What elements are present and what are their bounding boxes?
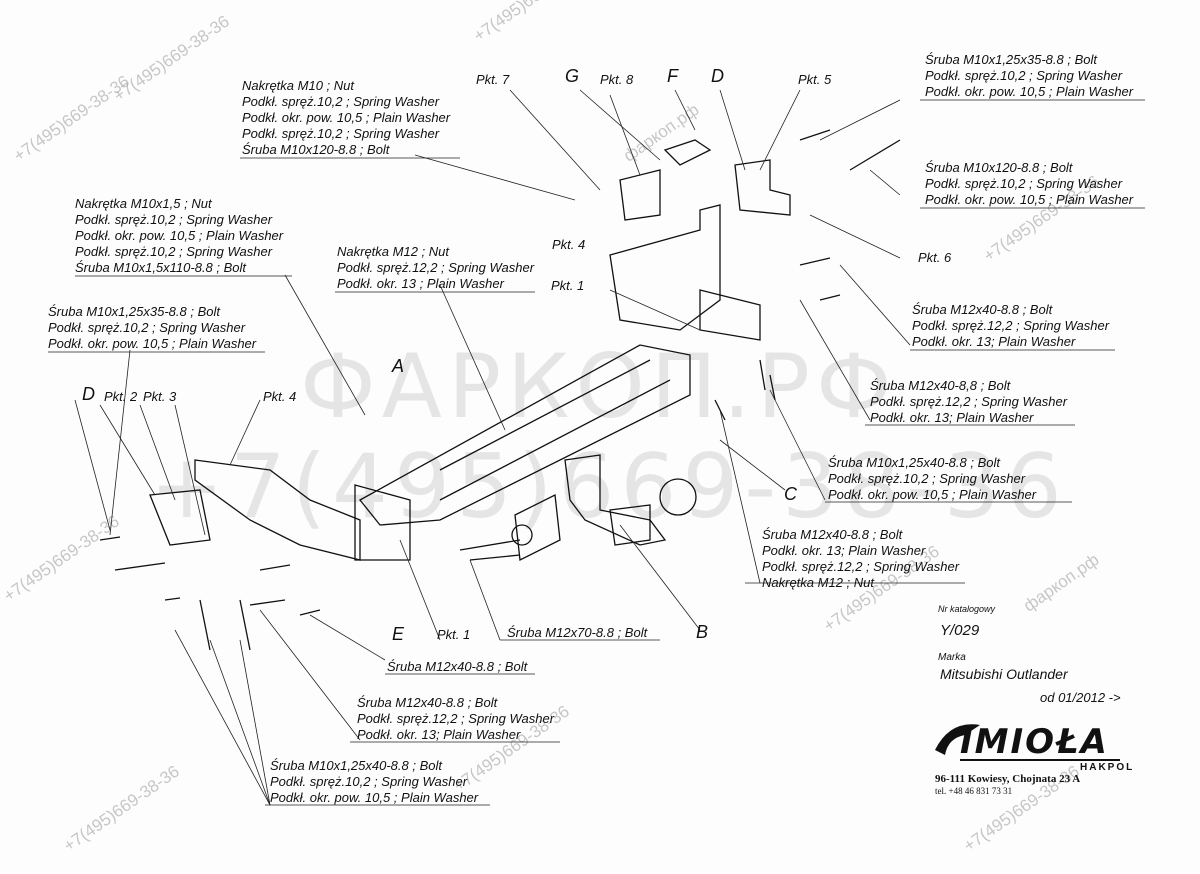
point-label-3: Pkt. 3 [143,389,177,404]
part-letter-e: E [392,624,405,644]
part-letter-c: C [784,484,797,504]
company-logo-sub: HAKPOL [1080,762,1135,773]
point-label-4: Pkt. 4 [552,237,586,252]
point-label-2: Pkt. 2 [104,389,138,404]
crossbar [359,344,691,526]
callout-bolt-m12x40: Śruba M12x40-8.8 ; Bolt [387,659,528,674]
bracket-D-left [149,489,211,546]
point-label-7: Pkt. 7 [476,72,510,87]
company-address: 96-111 Kowiesy, Chojnata 23 A [935,773,1081,785]
part-letter-d: D [82,384,95,404]
catalog-number: Y/029 [940,622,980,639]
company-logo: IMIOŁA [960,722,1109,762]
watermark-domain-big: ФАРКОП.РФ [300,335,898,438]
right-bracket [609,204,721,331]
logo-swoosh-icon [935,724,980,755]
left-bracket [194,459,361,561]
part-letter-d: D [711,66,724,86]
point-label-6: Pkt. 6 [918,250,952,265]
company-phone: tel. +48 46 831 73 31 [935,786,1013,796]
watermark-phone-big: +7(495)669-38-36 [150,435,1068,538]
point-label-1: Pkt. 1 [437,627,471,642]
brand-label: Marka [938,652,966,663]
point-label-8: Pkt. 8 [600,72,634,87]
ball-neck [564,454,667,546]
vehicle-model: Mitsubishi Outlander [940,666,1068,682]
part-letter-g: G [565,66,580,86]
callout-bolt-m12x70: Śruba M12x70-8.8 ; Bolt [507,625,648,640]
point-label-5: Pkt. 5 [798,72,832,87]
part-letter-b: B [696,622,709,642]
part-letter-a: A [392,356,405,376]
bracket-F [663,139,712,166]
point-label-4: Pkt. 4 [263,389,297,404]
catalog-label: Nr katalogowy [938,604,996,614]
part-letter-f: F [667,66,678,86]
bracket-D [734,159,791,216]
socket-plate [514,494,561,561]
model-year-from: od 01/2012 -> [1040,690,1121,705]
point-label-1: Pkt. 1 [551,278,585,293]
